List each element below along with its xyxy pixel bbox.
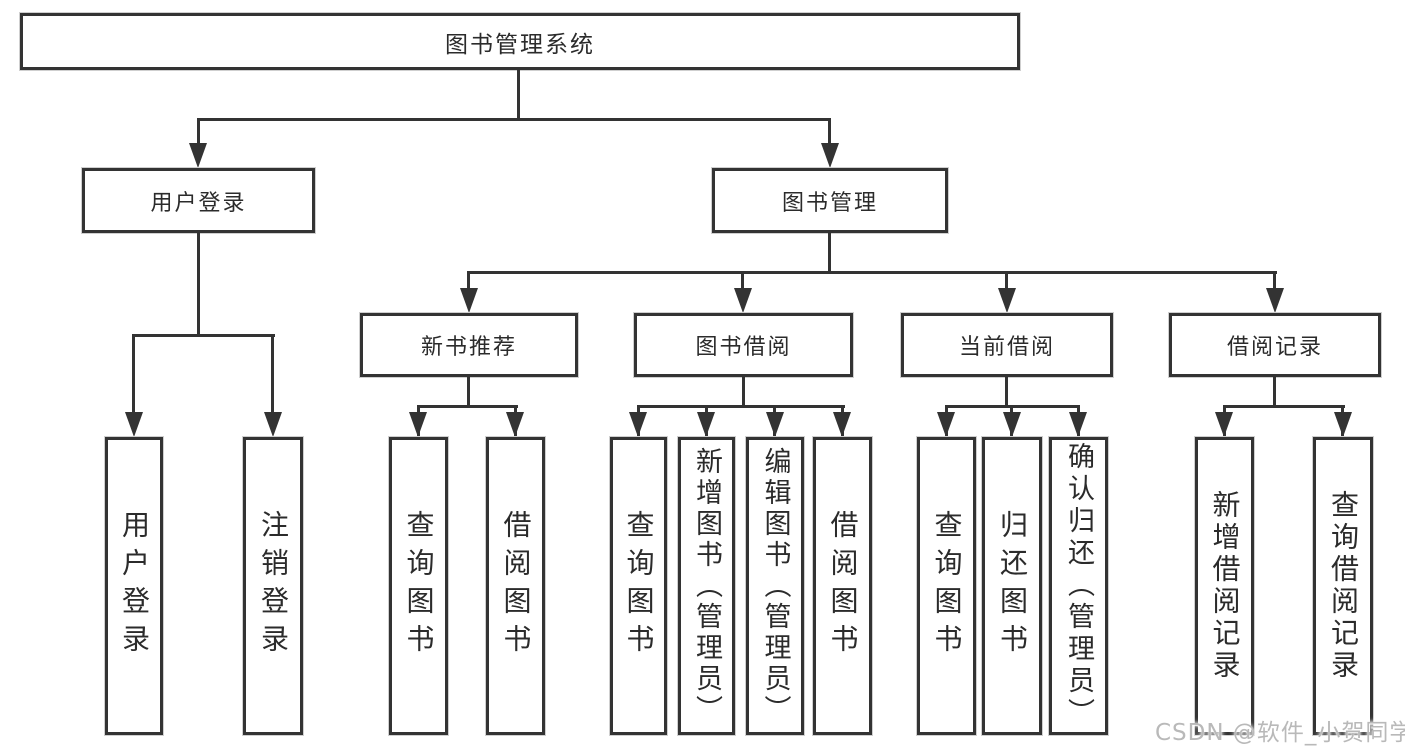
leaf-query-books-borrowing-label: 查询图书 [622, 510, 656, 662]
leaf-query-borrow-record-label: 查询借阅记录 [1327, 490, 1360, 682]
leaf-query-books-recommend: 查询图书 [389, 437, 448, 735]
arrow-down-icon [460, 288, 478, 313]
node-current-borrowing-label: 当前借阅 [958, 335, 1055, 360]
arrow-down-icon [998, 288, 1016, 313]
connector-line [467, 271, 470, 291]
node-borrow-records-label: 借阅记录 [1226, 335, 1323, 360]
connector-line [417, 405, 518, 408]
leaf-query-books-current-label: 查询图书 [930, 510, 964, 662]
connector-line [1223, 405, 1345, 408]
node-book-borrowing-label: 图书借阅 [695, 335, 792, 360]
node-user-login-label: 用户登录 [150, 190, 247, 216]
leaf-return-book: 归还图书 [982, 437, 1042, 735]
arrow-down-icon [125, 412, 143, 437]
connector-line [467, 271, 1277, 274]
connector-line [271, 334, 274, 414]
connector-line [637, 405, 845, 408]
arrow-down-icon [697, 412, 715, 437]
leaf-add-book-admin-label: 新增图书（管理员） [691, 446, 722, 726]
leaf-user-login: 用户登录 [105, 437, 163, 735]
leaf-add-borrow-record: 新增借阅记录 [1195, 437, 1254, 735]
connector-line [1005, 377, 1008, 408]
leaf-edit-book-admin-label: 编辑图书（管理员） [759, 446, 791, 726]
arrow-down-icon [1215, 412, 1233, 437]
leaf-query-books-borrowing: 查询图书 [610, 437, 667, 735]
connector-line [1273, 271, 1276, 291]
connector-line [828, 118, 831, 148]
leaf-confirm-return-admin-label: 确认归还（管理员） [1063, 442, 1094, 730]
leaf-borrow-books-borrowing-label: 借阅图书 [826, 510, 860, 662]
arrow-down-icon [1334, 412, 1352, 437]
node-new-book-recommend: 新书推荐 [360, 313, 578, 377]
leaf-user-login-label: 用户登录 [118, 510, 151, 662]
arrow-down-icon [833, 412, 851, 437]
leaf-return-book-label: 归还图书 [996, 510, 1029, 662]
leaf-add-book-admin: 新增图书（管理员） [678, 437, 735, 735]
leaf-add-borrow-record-label: 新增借阅记录 [1208, 490, 1242, 682]
connector-line [132, 334, 135, 414]
connector-line [132, 334, 275, 337]
node-user-login: 用户登录 [82, 168, 315, 233]
connector-line [741, 271, 744, 291]
leaf-query-books-recommend-label: 查询图书 [402, 510, 436, 662]
node-book-management-label: 图书管理 [781, 190, 878, 216]
arrow-down-icon [766, 412, 784, 437]
leaf-query-borrow-record: 查询借阅记录 [1313, 437, 1373, 735]
connector-line [467, 377, 470, 408]
node-root-label: 图书管理系统 [445, 31, 595, 58]
arrow-down-icon [937, 412, 955, 437]
arrow-down-icon [409, 412, 427, 437]
connector-line [828, 233, 831, 274]
connector-line [197, 233, 200, 337]
node-book-management: 图书管理 [712, 168, 948, 233]
node-new-book-recommend-label: 新书推荐 [420, 335, 517, 360]
leaf-confirm-return-admin: 确认归还（管理员） [1049, 437, 1108, 735]
arrow-down-icon [1003, 412, 1021, 437]
leaf-borrow-books-borrowing: 借阅图书 [813, 437, 872, 735]
arrow-down-icon [734, 288, 752, 313]
connector-line [1005, 271, 1008, 291]
leaf-logout-label: 注销登录 [257, 510, 290, 662]
leaf-borrow-books-recommend-label: 借阅图书 [499, 510, 533, 662]
connector-line [517, 70, 520, 118]
connector-line [197, 118, 200, 148]
node-current-borrowing: 当前借阅 [901, 313, 1113, 377]
leaf-edit-book-admin: 编辑图书（管理员） [746, 437, 804, 735]
arrow-down-icon [506, 412, 524, 437]
leaf-borrow-books-recommend: 借阅图书 [486, 437, 545, 735]
connector-line [742, 377, 745, 408]
arrow-down-icon [264, 412, 282, 437]
arrow-down-icon [629, 412, 647, 437]
leaf-logout: 注销登录 [243, 437, 303, 735]
connector-line [197, 118, 831, 121]
node-borrow-records: 借阅记录 [1169, 313, 1381, 377]
arrow-down-icon [1069, 412, 1087, 437]
arrow-down-icon [1266, 288, 1284, 313]
connector-line [1273, 377, 1276, 408]
csdn-watermark: CSDN @软件_小贺同学 [1155, 720, 1405, 746]
arrow-down-icon [189, 143, 207, 168]
leaf-query-books-current: 查询图书 [917, 437, 976, 735]
node-book-borrowing: 图书借阅 [634, 313, 853, 377]
arrow-down-icon [821, 143, 839, 168]
node-root: 图书管理系统 [20, 13, 1020, 70]
